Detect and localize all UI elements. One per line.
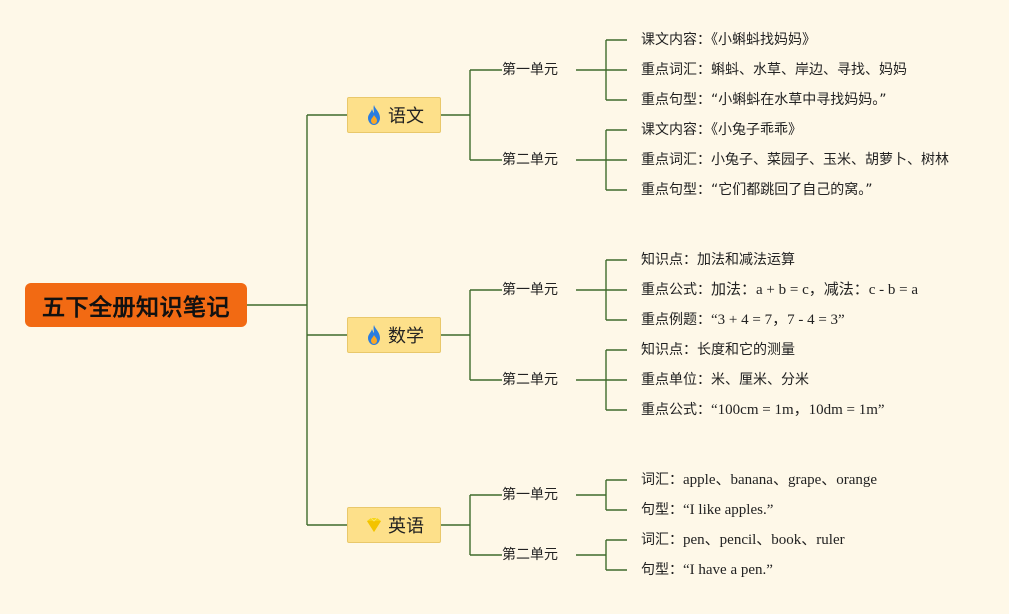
leaf-node[interactable]: 课文内容：《小兔子乖乖》: [641, 120, 802, 140]
leaf-node[interactable]: 重点词汇：蝌蚪、水草、岸边、寻找、妈妈: [641, 60, 907, 80]
leaf-key: 词汇：: [641, 472, 683, 488]
leaf-key: 课文内容：: [641, 122, 711, 138]
flame-icon: [364, 324, 384, 346]
unit-node[interactable]: 第二单元: [502, 547, 558, 563]
leaf-key: 重点例题：: [641, 312, 711, 328]
leaf-key: 知识点：: [641, 252, 697, 268]
root-topic-label: 五下全册知识笔记: [42, 295, 230, 321]
leaf-value: 小兔子、菜园子、玉米、胡萝卜、树林: [711, 152, 949, 168]
leaf-key: 重点公式：: [641, 282, 711, 298]
flame-icon: [364, 104, 384, 126]
leaf-node[interactable]: 重点公式：“100cm = 1m，10dm = 1m”: [641, 400, 885, 420]
leaf-value: 长度和它的测量: [697, 342, 795, 358]
subject-chinese[interactable]: 语文: [347, 97, 441, 133]
root-topic[interactable]: 五下全册知识笔记: [25, 283, 247, 327]
leaf-value: 米、厘米、分米: [711, 372, 809, 388]
leaf-value: 加法：a + b = c，减法：c - b = a: [711, 282, 919, 298]
leaf-node[interactable]: 词汇：pen、pencil、book、ruler: [641, 530, 845, 550]
leaf-key: 句型：: [641, 562, 683, 578]
subject-label: 语文: [388, 106, 424, 127]
leaf-key: 句型：: [641, 502, 683, 518]
leaf-key: 词汇：: [641, 532, 683, 548]
subject-english[interactable]: 英语: [347, 507, 441, 543]
leaf-value: 蝌蚪、水草、岸边、寻找、妈妈: [711, 62, 907, 78]
leaf-key: 课文内容：: [641, 32, 711, 48]
leaf-key: 重点单位：: [641, 372, 711, 388]
leaf-node[interactable]: 句型：“I have a pen.”: [641, 560, 773, 580]
leaf-key: 重点句型：: [641, 92, 711, 108]
unit-node[interactable]: 第二单元: [502, 152, 558, 168]
leaf-node[interactable]: 重点词汇：小兔子、菜园子、玉米、胡萝卜、树林: [641, 150, 949, 170]
leaf-value: “100cm = 1m，10dm = 1m”: [711, 402, 885, 418]
unit-node[interactable]: 第一单元: [502, 487, 558, 503]
leaf-key: 重点句型：: [641, 182, 711, 198]
leaf-node[interactable]: 知识点：加法和减法运算: [641, 250, 795, 270]
leaf-value: “3 + 4 = 7，7 - 4 = 3”: [711, 312, 845, 328]
subject-math[interactable]: 数学: [347, 317, 441, 353]
leaf-value: “小蝌蚪在水草中寻找妈妈。”: [711, 92, 887, 108]
leaf-key: 重点公式：: [641, 402, 711, 418]
leaf-node[interactable]: 重点例题：“3 + 4 = 7，7 - 4 = 3”: [641, 310, 845, 330]
unit-node[interactable]: 第一单元: [502, 62, 558, 78]
leaf-value: pen、pencil、book、ruler: [683, 532, 845, 548]
subject-label: 英语: [388, 516, 424, 537]
unit-node[interactable]: 第一单元: [502, 282, 558, 298]
leaf-node[interactable]: 句型：“I like apples.”: [641, 500, 773, 520]
leaf-node[interactable]: 重点公式：加法：a + b = c，减法：c - b = a: [641, 280, 918, 300]
leaf-value: 加法和减法运算: [697, 252, 795, 268]
leaf-value: “I have a pen.”: [683, 562, 773, 578]
unit-node[interactable]: 第二单元: [502, 372, 558, 388]
leaf-key: 知识点：: [641, 342, 697, 358]
leaf-value: 《小兔子乖乖》: [711, 122, 802, 138]
leaf-key: 重点词汇：: [641, 152, 711, 168]
leaf-node[interactable]: 重点句型：“小蝌蚪在水草中寻找妈妈。”: [641, 90, 887, 110]
leaf-node[interactable]: 词汇：apple、banana、grape、orange: [641, 470, 877, 490]
leaf-node[interactable]: 知识点：长度和它的测量: [641, 340, 795, 360]
leaf-node[interactable]: 重点单位：米、厘米、分米: [641, 370, 809, 390]
subject-label: 数学: [388, 326, 424, 347]
lightbulb-icon: [364, 514, 384, 536]
leaf-value: “I like apples.”: [683, 502, 774, 518]
leaf-value: apple、banana、grape、orange: [683, 472, 878, 488]
leaf-key: 重点词汇：: [641, 62, 711, 78]
leaf-node[interactable]: 课文内容：《小蝌蚪找妈妈》: [641, 30, 816, 50]
leaf-value: “它们都跳回了自己的窝。”: [711, 182, 873, 198]
leaf-value: 《小蝌蚪找妈妈》: [711, 32, 816, 48]
leaf-node[interactable]: 重点句型：“它们都跳回了自己的窝。”: [641, 180, 873, 200]
